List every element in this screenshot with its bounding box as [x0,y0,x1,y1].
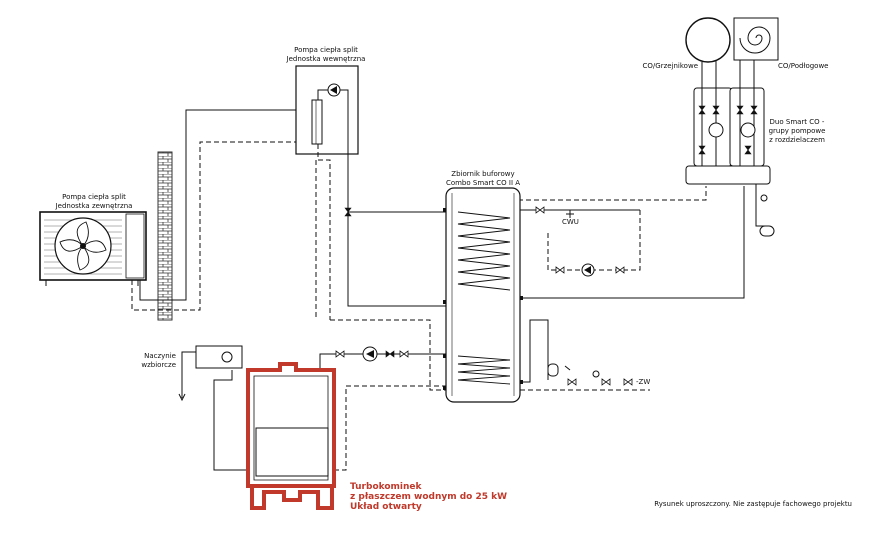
pump-group-label: Duo Smart CO - grupy pompowe z rozdziela… [760,118,834,145]
zw-label-text: ZW [638,378,651,386]
pump-group-label-line1: Duo Smart CO - [769,118,825,126]
indoor-unit-label-line2: Jednostka wewnętrzna [286,55,366,63]
brick-wall [157,151,173,321]
cwu-label: CWU [562,218,579,226]
expansion-vessel-label: Naczynie wzbiorcze [118,352,176,370]
buffer-tank-label-line2: Combo Smart CO II A [445,179,521,187]
fireplace-pump [362,346,378,362]
fireplace-turbokominek [246,362,336,510]
fireplace-label: Turbokominek z płaszczem wodnym do 25 kW… [350,482,507,512]
radiator-icon [685,17,731,63]
buffer-tank-label-line1: Zbiornik buforowy [451,170,515,178]
outdoor-unit-label-line2: Jednostka zewnętrzna [55,202,133,210]
fireplace-label-line2: z płaszczem wodnym do 25 kW [350,492,508,502]
expansion-vessel-label-line1: Naczynie [144,352,176,360]
pump-group-label-line3: z rozdzielaczem [769,136,825,144]
buffer-tank [443,187,523,403]
expansion-vessel [178,345,243,402]
indoor-unit [295,65,359,320]
circulation-pump [581,263,595,277]
fireplace-label-line3: Układ otwarty [350,502,422,512]
disclaimer-text: Rysunek uproszczony. Nie zastępuje facho… [654,500,852,508]
outdoor-unit [39,211,147,286]
fireplace-label-line1: Turbokominek [350,482,422,492]
zw-label: -ZW [636,378,651,386]
expansion-vessel-label-line2: wzbiorcze [141,361,176,369]
buffer-tank-label: Zbiornik buforowy Combo Smart CO II A [420,170,546,188]
floor-heating-label: CO/Podłogowe [778,62,829,70]
indoor-unit-label-line1: Pompa ciepła split [294,46,358,54]
outdoor-unit-label: Pompa ciepła split Jednostka zewnętrzna [36,193,152,211]
outdoor-unit-label-line1: Pompa ciepła split [62,193,126,201]
pump-groups-manifold [685,17,779,237]
radiators-label: CO/Grzejnikowe [642,62,698,70]
floor-heating-icon [733,17,779,61]
pump-group-label-line2: grupy pompowe [768,127,826,135]
indoor-unit-label: Pompa ciepła split Jednostka wewnętrzna [268,46,384,64]
